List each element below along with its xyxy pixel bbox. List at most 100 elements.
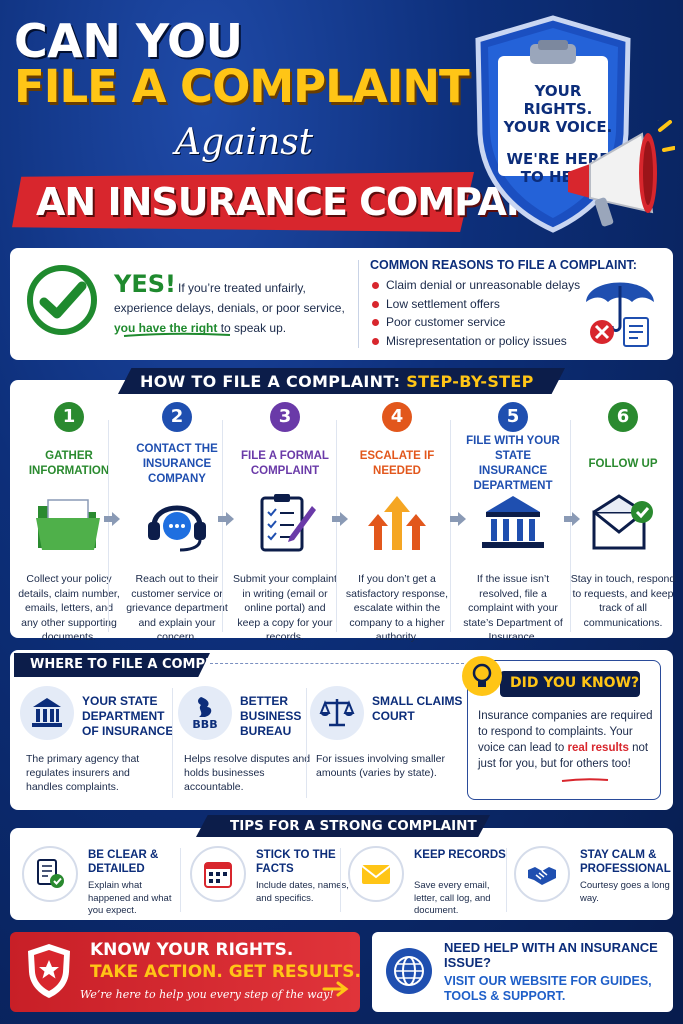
tips-title-bar — [196, 815, 490, 837]
yes-text-highlight: you have the right — [114, 321, 218, 335]
steps-title-prefix: HOW TO FILE A COMPLAINT: — [140, 372, 401, 391]
arrow-right-icon — [322, 981, 349, 997]
headline-line-4: AN INSURANCE COMPANY? — [36, 180, 585, 224]
tip-desc: Explain what happened and what you expec… — [88, 880, 172, 916]
step-title: FILE WITH YOUR STATE INSURANCE DEPARTMEN… — [466, 435, 560, 492]
building-icon — [32, 698, 62, 727]
list-item: Misrepresentation or policy issues — [370, 332, 580, 351]
tip-stick-to-facts: STICK TO THE FACTS Include dates, names,… — [190, 842, 350, 918]
arrows-up-icon — [368, 496, 426, 550]
yes-text-end: to speak up. — [220, 321, 287, 335]
arrow-right-icon — [218, 512, 234, 526]
where-desc: Helps resolve disputes and holds busines… — [184, 753, 311, 793]
list-item: Low settlement offers — [370, 295, 580, 314]
tips-title: TIPS FOR A STRONG COMPLAINT — [230, 818, 477, 834]
lightbulb-icon — [462, 656, 502, 696]
step-title: FILE A FORMAL COMPLAINT — [241, 450, 329, 477]
steps-title-accent: STEP-BY-STEP — [406, 372, 534, 391]
steps-title-bar — [118, 368, 565, 394]
divider — [570, 420, 571, 632]
footer-left-line-2: TAKE ACTION. GET RESULTS. — [90, 962, 361, 982]
step-number: 4 — [382, 402, 412, 432]
footer-right-line-1: NEED HELP WITH AN INSURANCE ISSUE? — [444, 940, 658, 970]
step-number: 5 — [498, 402, 528, 432]
where-desc: The primary agency that regulates insure… — [26, 753, 140, 793]
step-6: 6 FOLLOW UP Stay in touch, respond to re… — [570, 402, 676, 630]
step-desc: Reach out to their customer service or g… — [126, 573, 228, 643]
handshake-icon — [528, 867, 556, 885]
tip-keep-records: KEEP RECORDS Save every email, letter, c… — [348, 842, 508, 918]
tip-name: STAY CALM & PROFESSIONAL — [580, 849, 671, 875]
arrow-right-icon — [332, 512, 348, 526]
divider — [506, 848, 507, 912]
steps-panel — [10, 380, 673, 638]
divider — [108, 420, 109, 632]
bbb-icon: BBB — [192, 697, 218, 731]
step-desc: Collect your policy details, claim numbe… — [18, 573, 120, 643]
divider — [450, 420, 451, 632]
step-number: 3 — [270, 402, 300, 432]
step-title: FOLLOW UP — [588, 457, 658, 470]
tip-icon-circle — [514, 846, 570, 902]
dashed-divider — [210, 663, 464, 664]
dyk-text-highlight: real results — [567, 742, 629, 754]
arrow-right-icon — [104, 512, 120, 526]
step-5: 5 FILE WITH YOUR STATE INSURANCE DEPARTM… — [460, 402, 566, 645]
step-desc: Stay in touch, respond to requests, and … — [570, 573, 676, 629]
yes-panel: YES! If you’re treated unfairly, experie… — [10, 248, 673, 360]
dyk-text-start: Insurance companies are required to resp… — [478, 710, 653, 754]
tip-name: STICK TO THE FACTS — [256, 849, 336, 875]
bbb-logo-text: BBB — [192, 718, 217, 731]
shield-line-1: YOUR RIGHTS. YOUR VOICE. — [503, 82, 613, 136]
list-item: Poor customer service — [370, 313, 580, 332]
did-you-know-title: DID YOU KNOW? — [510, 675, 640, 691]
arrow-right-icon — [564, 512, 580, 526]
scales-icon — [319, 699, 355, 727]
step-title: GATHER INFORMATION — [28, 450, 110, 477]
divider — [340, 848, 341, 912]
shield-star-icon — [28, 944, 70, 998]
footer-website-link[interactable]: VISIT OUR WEBSITE FOR GUIDES, TOOLS & SU… — [444, 974, 652, 1003]
tip-stay-calm: STAY CALM & PROFESSIONAL Courtesy goes a… — [514, 842, 674, 918]
tip-icon-circle — [190, 846, 246, 902]
headline-line-3: Against — [175, 122, 314, 163]
dyk-text-end: not just for you, but for others too! — [478, 742, 649, 770]
umbrella-icon — [586, 282, 654, 347]
did-you-know-tag — [500, 671, 640, 697]
step-desc: If you don’t get a satisfactory response… — [345, 573, 449, 643]
header: CAN YOU FILE A COMPLAINT Against AN INSU… — [0, 0, 683, 245]
step-number: 6 — [608, 402, 638, 432]
step-desc: If the issue isn’t resolved, file a comp… — [463, 573, 563, 643]
government-building-icon — [482, 496, 544, 548]
yes-title: YES! — [114, 270, 177, 298]
envelope-check-icon — [592, 494, 653, 550]
headset-icon — [148, 505, 206, 552]
divider — [358, 260, 359, 348]
tip-name: KEEP RECORDS — [414, 849, 506, 861]
where-desc: For issues involving smaller amounts (va… — [316, 753, 445, 779]
where-name: SMALL CLAIMS COURT — [372, 694, 463, 723]
footer-left-line-3: We’re here to help you every step of the… — [80, 988, 334, 1001]
headline-line-2: FILE A COMPLAINT — [14, 60, 470, 113]
highlight-underline — [561, 778, 609, 782]
tip-icon-circle — [22, 846, 78, 902]
headline-line-1: CAN YOU — [14, 14, 243, 68]
tip-clear-detailed: BE CLEAR & DETAILED Explain what happene… — [22, 842, 182, 918]
step-desc: Submit your complaint in writing (email … — [233, 573, 337, 643]
tip-icon-circle — [348, 846, 404, 902]
tip-desc: Courtesy goes a long way. — [580, 880, 670, 904]
step-1: 1 GATHER INFORMATION Collect your policy… — [16, 402, 122, 645]
steps-title: HOW TO FILE A COMPLAINT: STEP-BY-STEP — [140, 372, 534, 391]
divider — [306, 688, 307, 798]
where-icon-circle — [20, 686, 74, 740]
list-item: Claim denial or unreasonable delays — [370, 276, 580, 295]
megaphone-icon — [568, 120, 675, 227]
headline-banner — [12, 172, 474, 232]
tip-name: BE CLEAR & DETAILED — [88, 849, 159, 875]
envelope-icon — [361, 865, 391, 884]
folder-icon — [36, 499, 100, 550]
yes-body: If you’re treated unfairly, experience d… — [114, 278, 359, 338]
checkmark-icon — [27, 265, 97, 335]
divider — [180, 848, 181, 912]
where-title: WHERE TO FILE A COMPLAINT — [30, 657, 248, 672]
